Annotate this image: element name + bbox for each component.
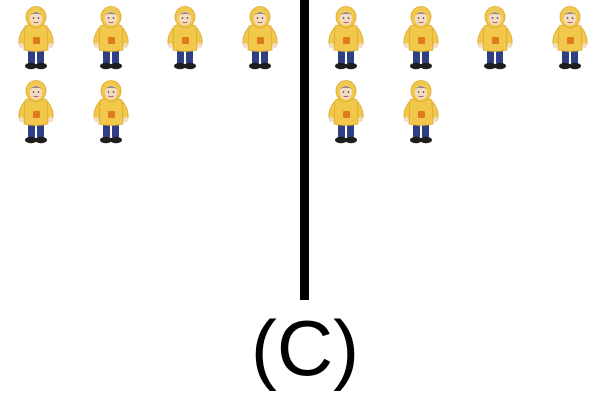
vertical-divider — [300, 0, 309, 300]
person-in-yellow-raincoat-icon — [90, 80, 132, 146]
person-in-yellow-raincoat-icon — [400, 80, 442, 146]
person-in-yellow-raincoat-icon — [164, 6, 206, 72]
person-in-yellow-raincoat-icon — [325, 6, 367, 72]
left-group — [0, 6, 300, 156]
option-caption: (C) — [250, 304, 360, 392]
right-group — [310, 6, 610, 156]
person-in-yellow-raincoat-icon — [15, 80, 57, 146]
person-in-yellow-raincoat-icon — [400, 6, 442, 72]
person-in-yellow-raincoat-icon — [90, 6, 132, 72]
person-in-yellow-raincoat-icon — [474, 6, 516, 72]
person-in-yellow-raincoat-icon — [549, 6, 591, 72]
person-in-yellow-raincoat-icon — [325, 80, 367, 146]
person-in-yellow-raincoat-icon — [239, 6, 281, 72]
person-in-yellow-raincoat-icon — [15, 6, 57, 72]
